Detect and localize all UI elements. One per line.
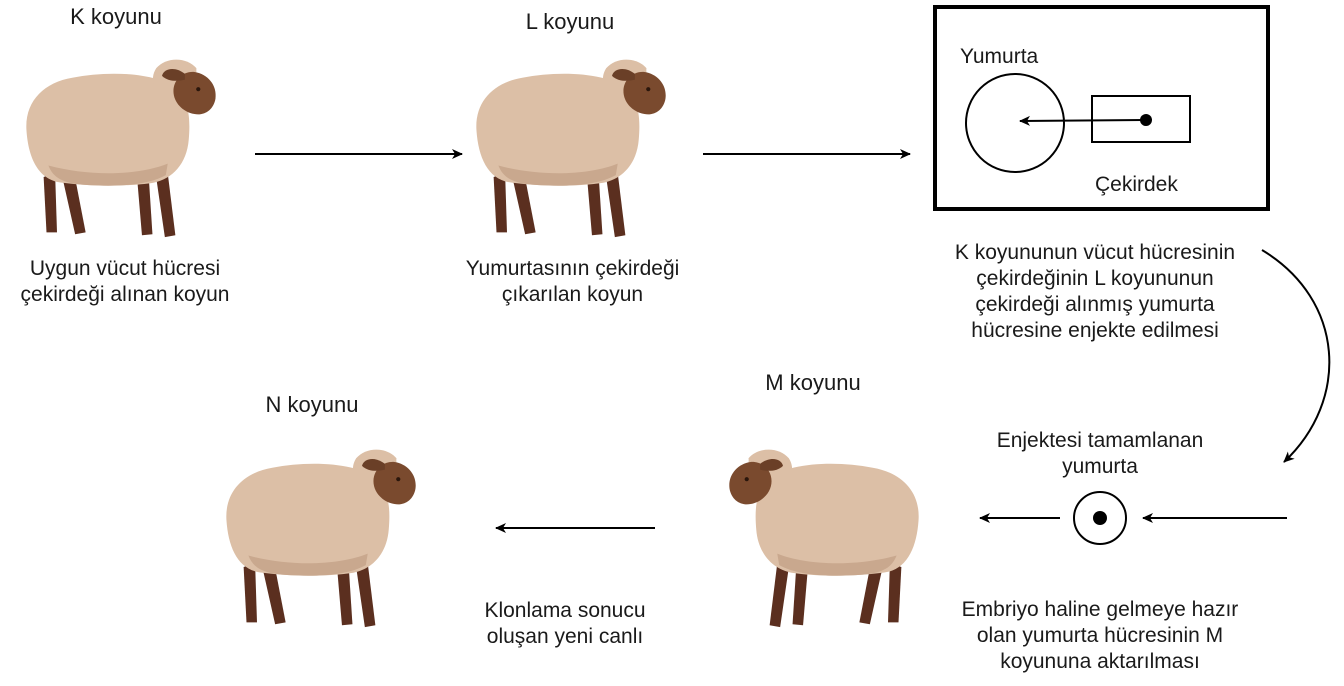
sheep-m-title: M koyunu (765, 370, 861, 395)
sheep-k-title: K koyunu (70, 4, 162, 29)
arrow-nucleus-to-egg (1019, 115, 1147, 126)
injection-box (933, 5, 1270, 211)
cell-rectangle (1091, 95, 1191, 143)
curved-arrow (1261, 249, 1331, 463)
transfer-step-caption: Embriyo haline gelmeye hazır olan yumurt… (961, 598, 1239, 673)
egg-circle (965, 73, 1065, 173)
injected-egg-caption: Enjektesi tamamlanan yumurta (996, 429, 1204, 478)
sheep-n-title: N koyunu (265, 392, 359, 417)
injected-egg-outer (1073, 491, 1127, 545)
injected-egg-nucleus (1093, 511, 1107, 525)
cloning-result-caption: Klonlama sonucu oluşan yeni canlı (484, 599, 646, 648)
egg-label: Yumurta (960, 45, 1039, 68)
nucleus-label: Çekirdek (1095, 173, 1178, 196)
injection-step-caption: K koyununun vücut hücresinin çekirdeğini… (954, 241, 1236, 342)
sheep-l-caption: Yumurtasının çekirdeği çıkarılan koyun (465, 257, 680, 306)
sheep-l-title: L koyunu (525, 9, 615, 34)
sheep-k-caption: Uygun vücut hücresi çekirdeği alınan koy… (20, 257, 230, 306)
